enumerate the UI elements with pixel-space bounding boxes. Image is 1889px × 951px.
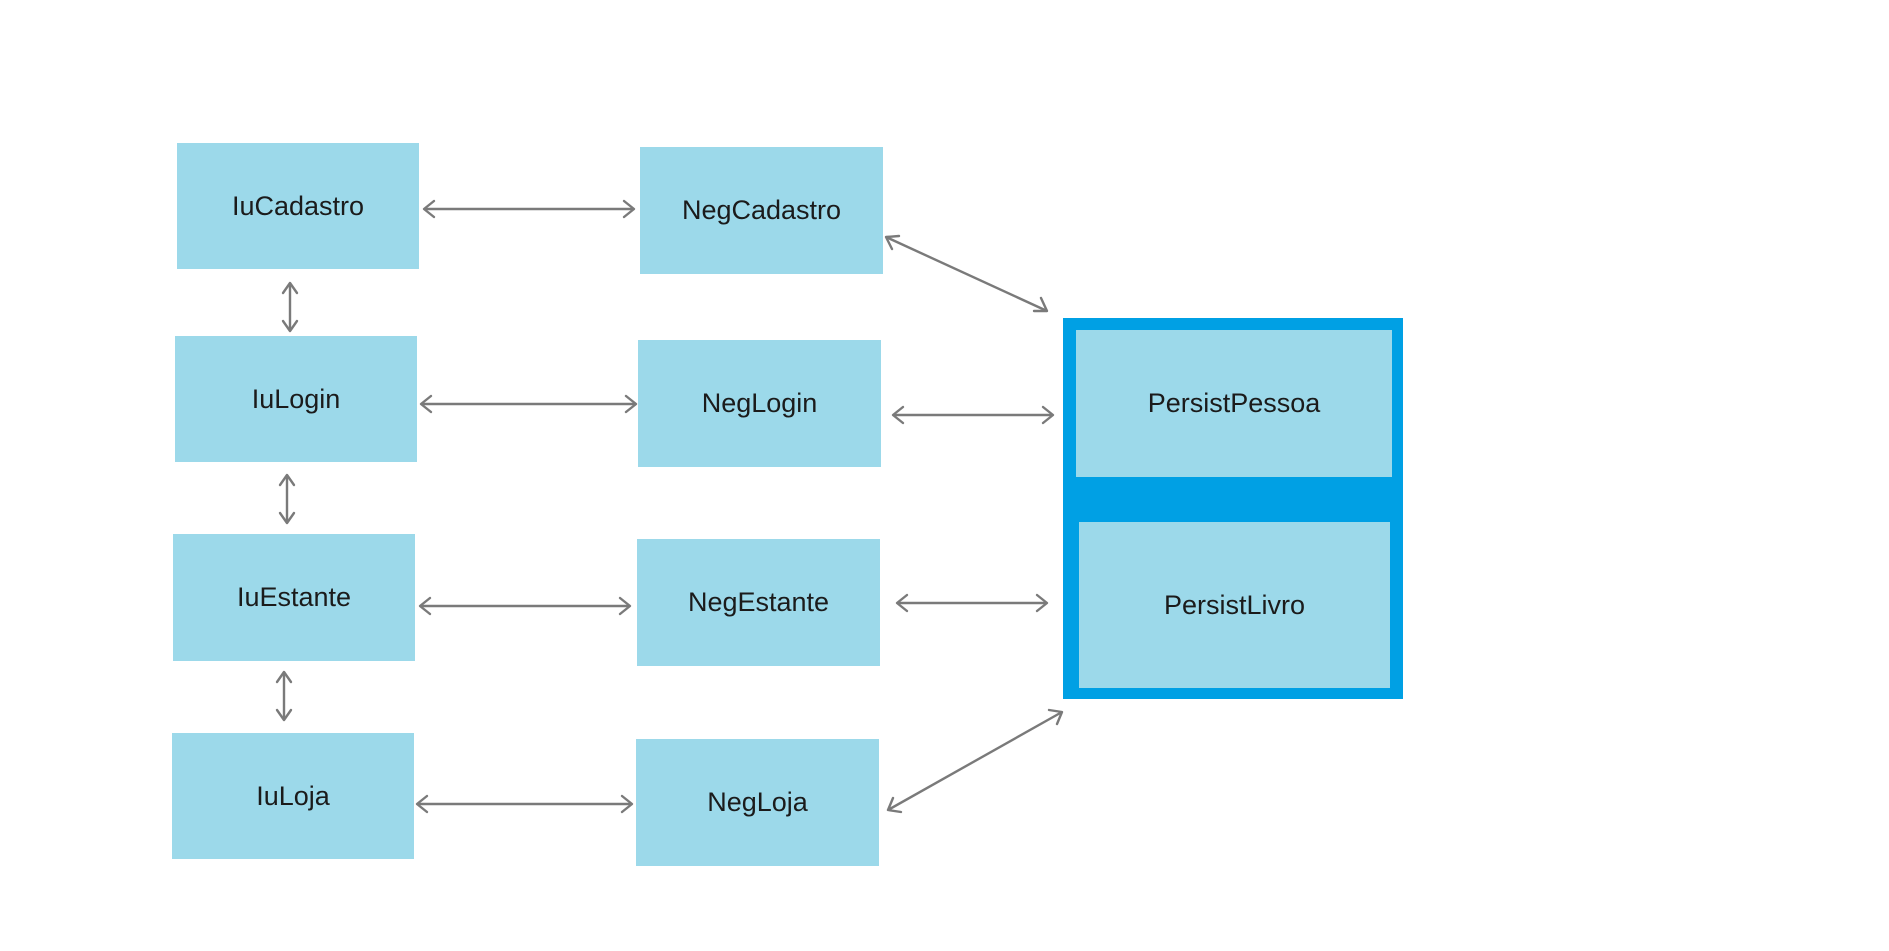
arrow-negloja-persistence (886, 708, 1064, 814)
box-label: IuLogin (251, 383, 341, 414)
box-iu-login: IuLogin (175, 336, 417, 462)
box-label: NegCadastro (681, 195, 842, 225)
arrow-negestante-persistence (895, 593, 1049, 613)
arrow-neglogin-persistence (891, 405, 1055, 425)
box-persist-pessoa: PersistPessoa (1076, 330, 1392, 477)
arrow-iuestante-negestante (418, 596, 632, 616)
box-label: PersistLivro (1163, 589, 1306, 620)
box-neg-loja: NegLoja (636, 739, 879, 866)
box-iu-cadastro: IuCadastro (177, 143, 419, 269)
box-label: NegLogin (701, 388, 818, 418)
arrow-iucadastro-negcadastro (422, 199, 636, 219)
box-label: NegEstante (687, 587, 830, 617)
box-neg-estante: NegEstante (637, 539, 880, 666)
box-neg-login: NegLogin (638, 340, 881, 467)
box-neg-cadastro: NegCadastro (640, 147, 883, 274)
box-label: PersistPessoa (1147, 388, 1321, 418)
box-label: NegLoja (707, 787, 808, 817)
box-label: IuLoja (256, 780, 330, 811)
box-iu-loja: IuLoja (172, 733, 414, 859)
arrow-negcadastro-persistence (884, 234, 1049, 313)
arrow-iuloja-negloja (415, 794, 634, 814)
box-label: IuCadastro (231, 190, 365, 221)
box-iu-estante: IuEstante (173, 534, 415, 661)
arrow-iuestante-iuloja (275, 670, 293, 722)
arrow-iucadastro-iulogin (281, 281, 299, 333)
arrow-iulogin-iuestante (278, 473, 296, 525)
box-persist-livro: PersistLivro (1079, 522, 1390, 688)
arrow-iulogin-neglogin (419, 394, 638, 414)
box-label: IuEstante (236, 582, 352, 612)
